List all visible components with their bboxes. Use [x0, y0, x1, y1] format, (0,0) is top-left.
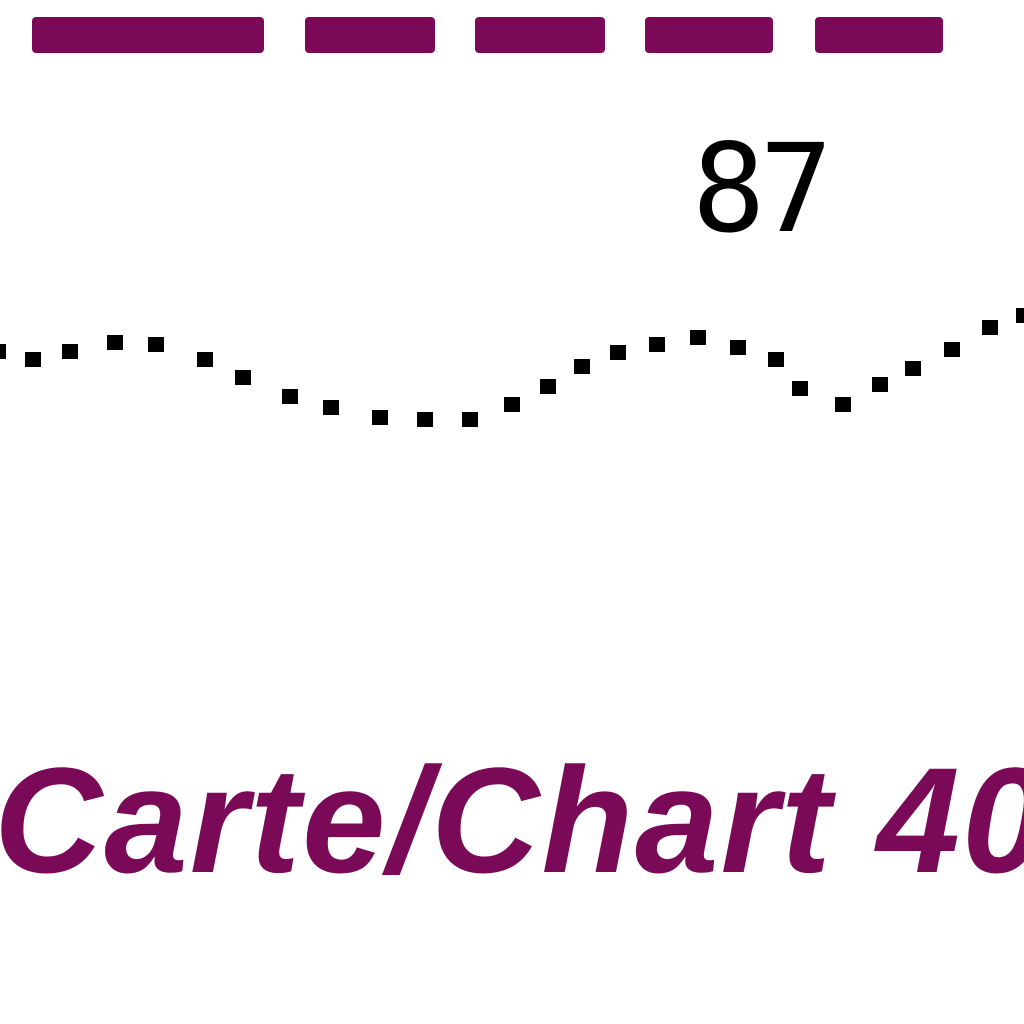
contour-dot — [417, 412, 433, 427]
contour-dot — [872, 377, 888, 392]
boundary-dashed-line — [32, 17, 943, 53]
contour-dot — [835, 397, 851, 412]
contour-dot — [690, 330, 706, 345]
contour-dot — [25, 352, 41, 367]
contour-dot — [504, 397, 520, 412]
boundary-dash — [645, 17, 773, 53]
contour-dot — [540, 379, 556, 394]
contour-dot — [574, 359, 590, 374]
boundary-dash — [475, 17, 605, 53]
contour-dot — [610, 345, 626, 360]
contour-dot — [148, 337, 164, 352]
contour-dot — [0, 344, 6, 359]
chart-title: Carte/Chart 40 — [0, 736, 1024, 904]
contour-dot — [282, 389, 298, 404]
boundary-dash — [815, 17, 943, 53]
contour-dot — [649, 337, 665, 352]
contour-dot — [372, 410, 388, 425]
contour-dot — [107, 335, 123, 350]
contour-dot — [905, 361, 921, 376]
contour-dot — [792, 381, 808, 396]
contour-dot — [982, 320, 998, 335]
contour-dot — [235, 370, 251, 385]
dotted-depth-contour — [0, 308, 1024, 427]
contour-dot — [768, 352, 784, 367]
contour-dot — [62, 344, 78, 359]
boundary-dash — [32, 17, 264, 53]
contour-dot — [197, 352, 213, 367]
contour-dot — [944, 342, 960, 357]
contour-dot — [462, 412, 478, 427]
boundary-dash — [305, 17, 435, 53]
depth-sounding-label: 87 — [692, 118, 833, 260]
contour-dot — [730, 340, 746, 355]
contour-dot — [1016, 308, 1024, 323]
contour-dot — [323, 400, 339, 415]
